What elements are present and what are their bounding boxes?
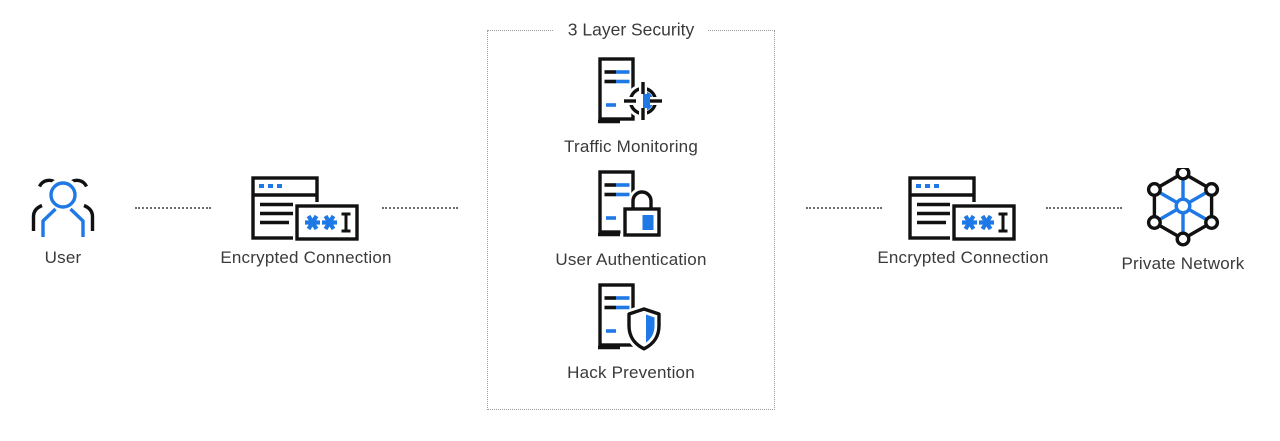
- server-lock-icon: [597, 170, 664, 240]
- connector-line-3: [806, 207, 882, 209]
- security-box-title: 3 Layer Security: [553, 19, 709, 41]
- server-crosshair-icon: [597, 57, 662, 124]
- user-label: User: [44, 248, 82, 267]
- password-asterisks-icon: [305, 214, 337, 231]
- layer-hack-prevention-label: Hack Prevention: [567, 363, 695, 382]
- encrypted-connection-right-node: Encrypted Connection: [863, 176, 1063, 268]
- private-network-label: Private Network: [1121, 254, 1245, 273]
- layer-user-authentication-label: User Authentication: [555, 250, 707, 269]
- window-dots-icon: [916, 184, 939, 188]
- connector-line-4: [1046, 207, 1122, 209]
- text-cursor-icon: [341, 212, 351, 233]
- encrypted-connection-left-label: Encrypted Connection: [220, 248, 392, 267]
- user-group-icon: [31, 178, 95, 237]
- layer-user-authentication: User Authentication: [555, 170, 706, 270]
- encrypted-connection-icon: [251, 176, 361, 242]
- layer-traffic-monitoring: Traffic Monitoring: [564, 57, 698, 157]
- connector-line-2: [382, 207, 458, 209]
- server-shield-icon: [597, 283, 664, 354]
- private-network-node: Private Network: [1121, 168, 1245, 274]
- encrypted-connection-right-label: Encrypted Connection: [877, 248, 1049, 267]
- text-cursor-icon: [998, 212, 1008, 233]
- user-node: User: [15, 178, 111, 268]
- layer-traffic-monitoring-label: Traffic Monitoring: [564, 137, 698, 156]
- connector-line-1: [135, 207, 211, 209]
- private-network-icon: [1146, 168, 1220, 247]
- window-dots-icon: [259, 184, 282, 188]
- layer-hack-prevention: Hack Prevention: [567, 283, 695, 383]
- password-asterisks-icon: [962, 214, 994, 231]
- security-box: 3 Layer Security: [487, 19, 775, 410]
- encrypted-connection-left-node: Encrypted Connection: [206, 176, 406, 268]
- encrypted-connection-icon: [908, 176, 1018, 242]
